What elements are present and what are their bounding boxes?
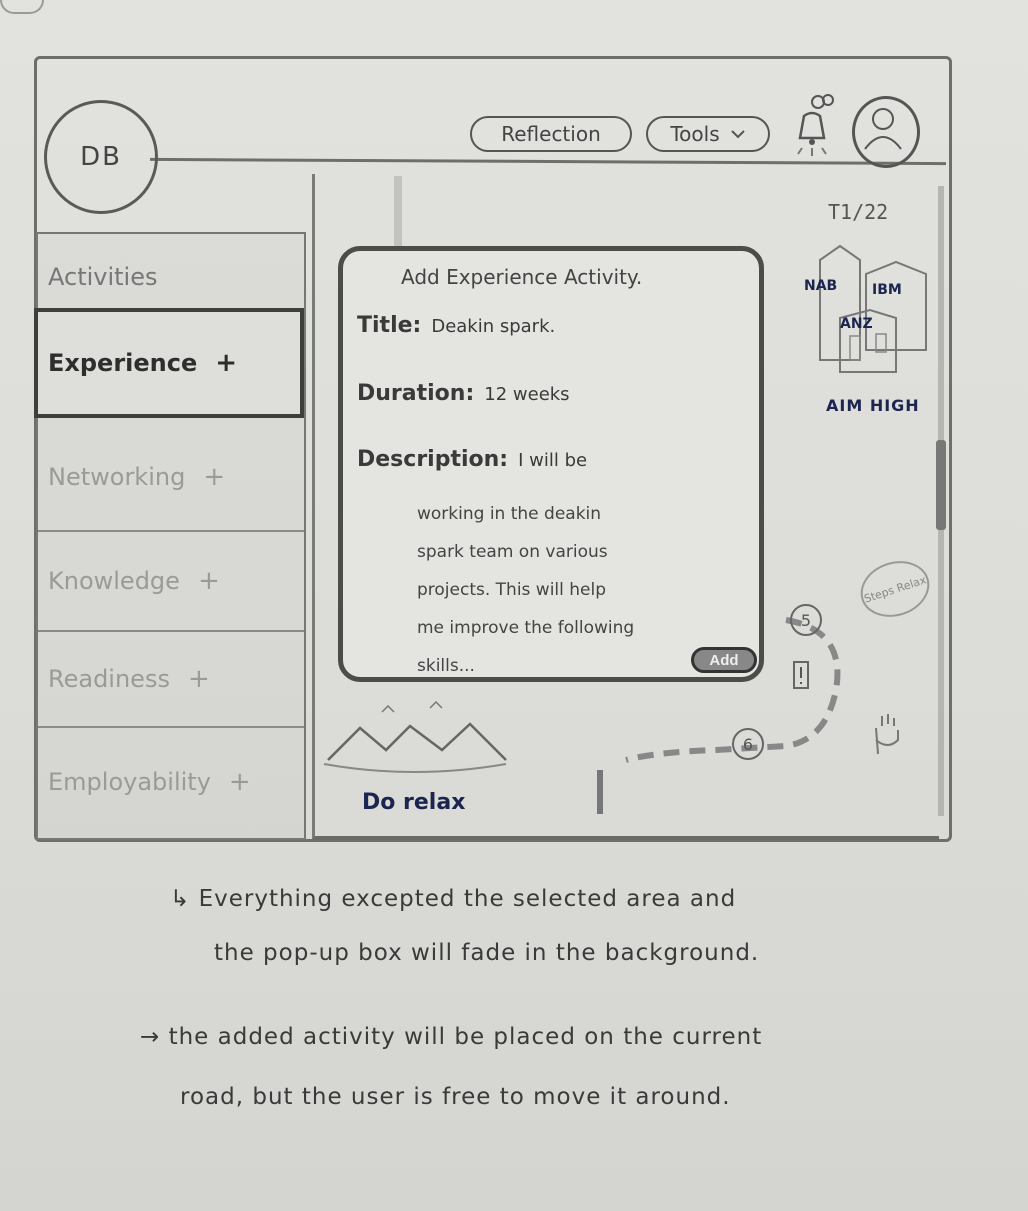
duration-field[interactable]: Duration: 12 weeks — [357, 381, 570, 406]
modal-title: Add Experience Activity. — [401, 265, 643, 289]
description-field[interactable]: Description: I will be — [357, 447, 587, 472]
relax-label: Do relax — [362, 790, 466, 815]
description-first-line[interactable]: I will be — [518, 450, 588, 471]
sidebar-item-label: Experience — [48, 349, 198, 377]
buildings-icon — [819, 244, 927, 373]
sidebar-item-networking[interactable]: Networking + — [38, 424, 304, 532]
description-line: projects. This will help — [417, 580, 607, 600]
user-icon — [864, 108, 902, 150]
duration-field-label: Duration: — [357, 381, 475, 406]
sidebar-item-experience[interactable]: Experience + — [34, 308, 304, 418]
company-label-nab: NAB — [804, 278, 838, 294]
user-avatar[interactable] — [852, 96, 920, 168]
add-knowledge-plus-icon[interactable]: + — [197, 566, 220, 596]
waving-hand-icon — [875, 714, 899, 755]
sidebar-item-activities: Activities — [38, 246, 304, 310]
chevron-down-icon — [730, 130, 745, 139]
activities-sidebar: Activities Experience + Networking + Kno… — [34, 232, 306, 840]
sidebar-item-employability[interactable]: Employability + — [38, 728, 304, 836]
sidebar-item-label: Employability — [48, 768, 211, 796]
sidebar-item-label: Networking — [48, 463, 186, 491]
reflection-button[interactable]: Reflection — [470, 116, 632, 152]
duration-field-value[interactable]: 12 weeks — [484, 384, 570, 405]
road-node-5[interactable]: 5 — [790, 604, 822, 636]
description-line: me improve the following — [417, 618, 635, 638]
description-line: skills... — [417, 656, 475, 676]
annotation-note: the pop-up box will fade in the backgrou… — [214, 940, 760, 966]
title-field[interactable]: Title: Deakin spark. — [357, 313, 555, 338]
sidebar-item-label: Readiness — [48, 665, 170, 693]
company-label-anz: ANZ — [840, 316, 873, 332]
title-field-label: Title: — [357, 313, 422, 338]
title-field-value[interactable]: Deakin spark. — [431, 316, 556, 337]
goal-label: AIM HIGH — [826, 396, 920, 415]
reflection-label: Reflection — [501, 122, 601, 146]
road-node-6[interactable]: 6 — [732, 728, 764, 760]
add-experience-modal: Add Experience Activity. Title: Deakin sp… — [338, 246, 764, 682]
app-window — [34, 56, 952, 842]
notification-bell-icon[interactable] — [790, 94, 834, 160]
description-field-label: Description: — [357, 447, 509, 472]
sidebar-item-knowledge[interactable]: Knowledge + — [38, 532, 304, 632]
annotation-note: → the added activity will be placed on t… — [140, 1024, 763, 1050]
description-text[interactable]: working in the deakin spark team on vari… — [417, 495, 757, 685]
scrollbar-thumb[interactable] — [936, 440, 946, 530]
road-path — [597, 617, 841, 814]
annotation-note: road, but the user is free to move it ar… — [180, 1084, 731, 1110]
add-readiness-plus-icon[interactable]: + — [187, 664, 210, 694]
add-experience-plus-icon[interactable]: + — [215, 348, 238, 378]
add-button[interactable]: Add — [691, 647, 757, 673]
sidebar-item-label: Knowledge — [48, 567, 180, 595]
sidebar-item-readiness[interactable]: Readiness + — [38, 632, 304, 728]
company-label-ibm: IBM — [872, 282, 902, 298]
sidebar-item-label: Activities — [48, 263, 158, 291]
description-line: working in the deakin — [417, 504, 602, 524]
tools-dropdown[interactable]: Tools — [646, 116, 770, 152]
add-networking-plus-icon[interactable]: + — [203, 462, 226, 492]
roadmap-canvas — [312, 174, 939, 840]
annotation-note: ↳ Everything excepted the selected area … — [170, 886, 737, 912]
term-date: T1/22 — [828, 200, 889, 224]
logo-text: DB — [80, 142, 122, 172]
tools-label: Tools — [670, 122, 720, 146]
mountains-icon — [323, 700, 507, 773]
add-button-label: Add — [709, 651, 739, 669]
exclamation-marker-icon — [793, 661, 809, 689]
app-logo[interactable]: DB — [44, 100, 158, 214]
road-segment — [394, 176, 402, 246]
description-line: spark team on various — [417, 542, 608, 562]
add-employability-plus-icon[interactable]: + — [228, 767, 251, 797]
